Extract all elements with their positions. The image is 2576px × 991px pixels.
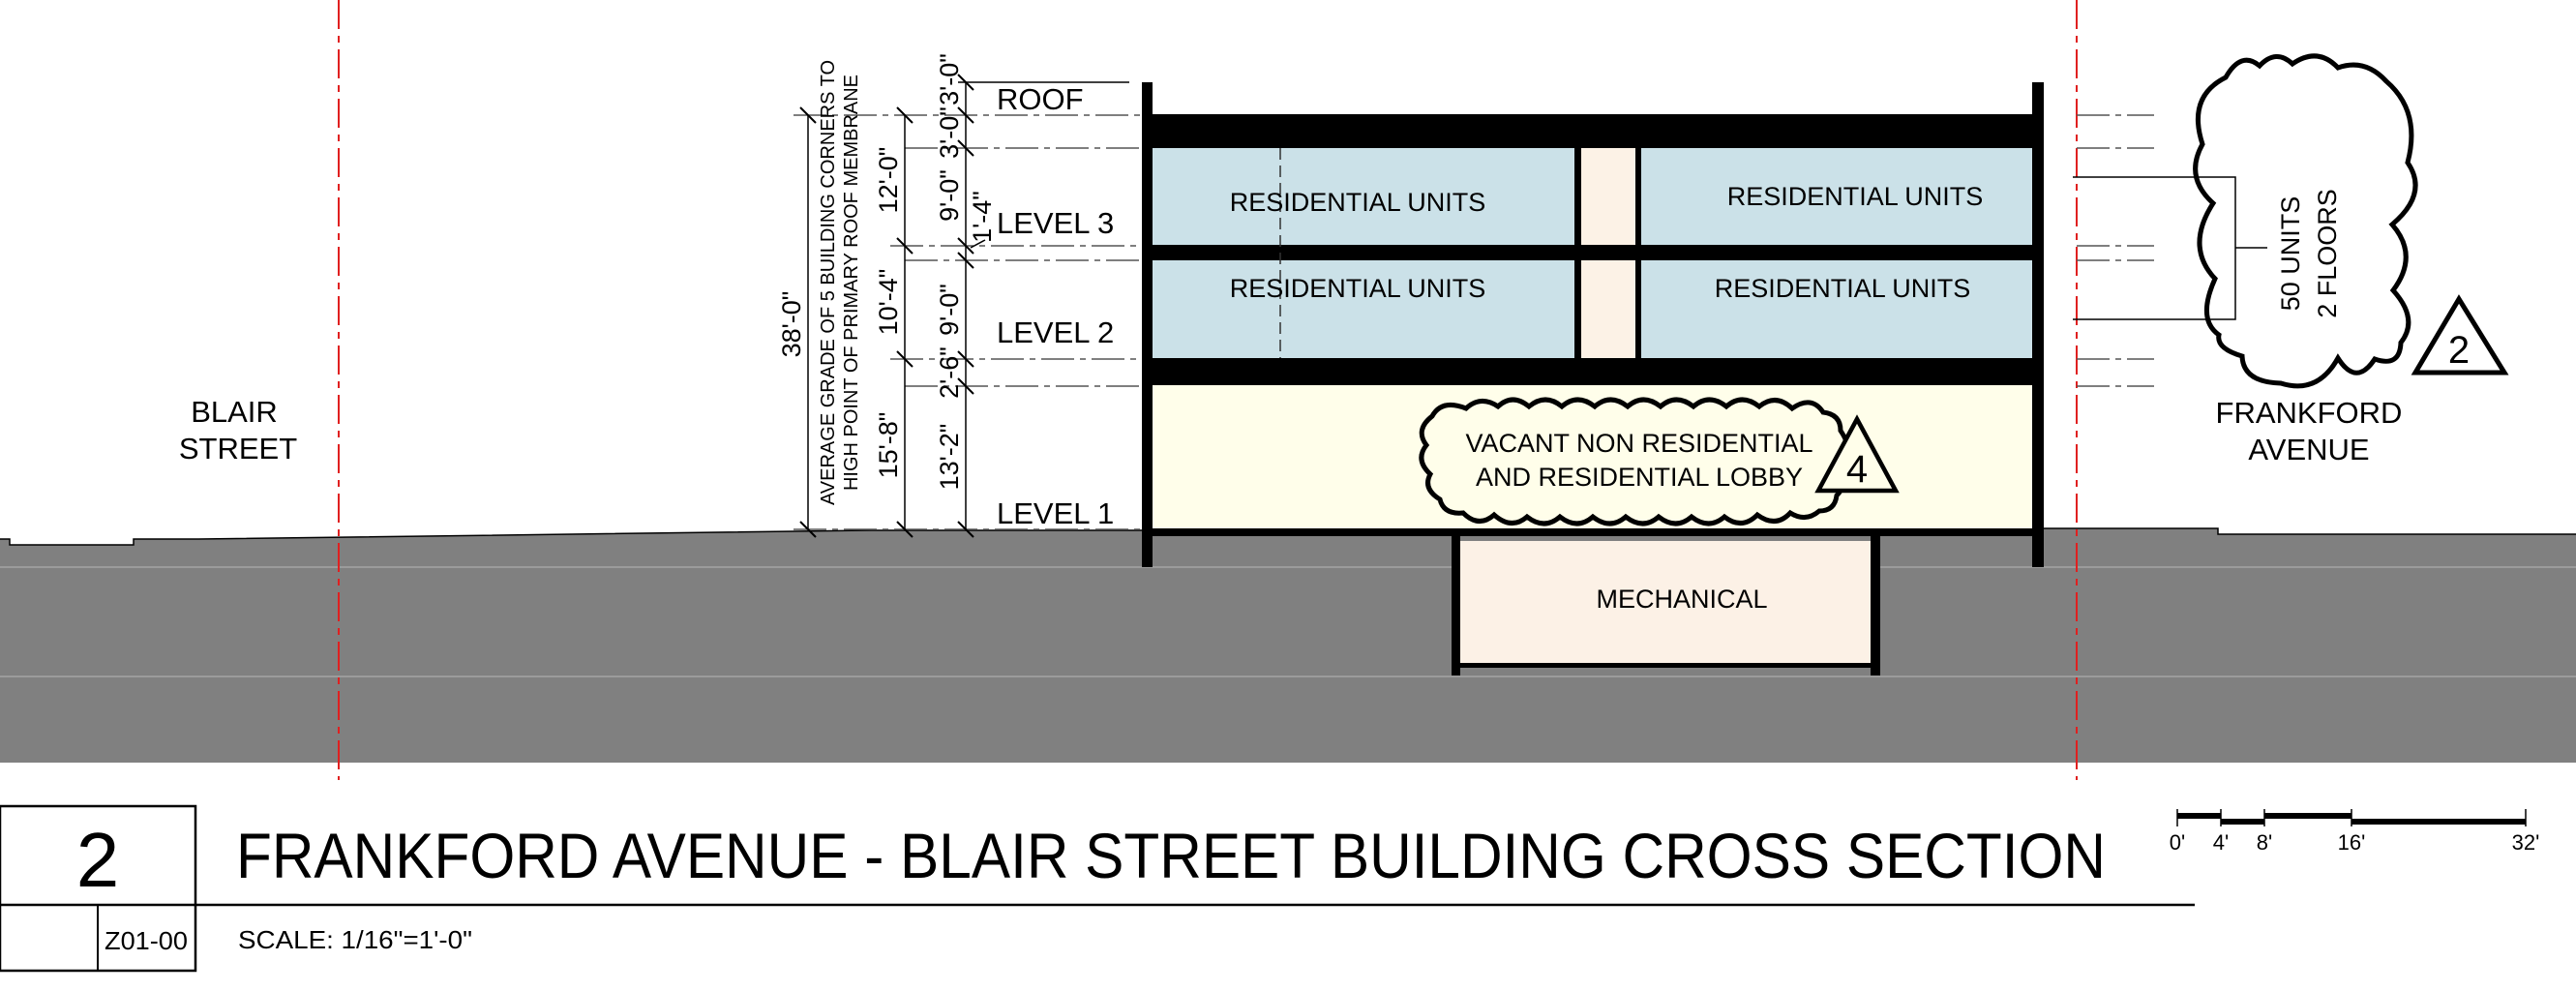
level3-left-label: RESIDENTIAL UNITS xyxy=(1230,188,1486,217)
ground xyxy=(0,527,2576,763)
level2-right-label: RESIDENTIAL UNITS xyxy=(1715,274,1971,303)
title-block: 2 Z01-00 FRANKFORD AVENUE - BLAIR STREET… xyxy=(0,804,2195,973)
level3-core xyxy=(1581,148,1635,245)
sheet-reference: Z01-00 xyxy=(105,926,188,955)
dimension-tick xyxy=(896,237,914,255)
level2-unit-left xyxy=(1153,260,1574,358)
graphic-scale-bar: 0' 4' 8' 16' 32' xyxy=(2170,809,2540,855)
dimension-tick xyxy=(957,350,974,368)
mechanical-room xyxy=(1460,541,1871,663)
delta-triangle-icon xyxy=(1814,414,1900,494)
dim-floor-to-floor-l3: 12'-0" xyxy=(874,147,903,214)
scale-bar-segment xyxy=(2221,819,2264,825)
ground-fill xyxy=(0,528,2576,763)
level3-unit-left xyxy=(1153,148,1574,245)
mechanical-wall-right xyxy=(1871,535,1880,676)
level3-name-label: LEVEL 3 xyxy=(997,206,1114,240)
dimension-tick xyxy=(957,252,974,269)
level1-name-label: LEVEL 1 xyxy=(997,496,1114,530)
right-exterior-wall xyxy=(2032,82,2044,567)
level2-name-label: LEVEL 2 xyxy=(997,315,1114,349)
ground-line-right xyxy=(2044,527,2576,535)
level3-unit-right xyxy=(1641,148,2032,245)
blair-street-label-line1: BLAIR xyxy=(191,395,278,429)
delta-number: 2 xyxy=(2448,329,2470,372)
dim-overall-note-line2: HIGH POINT OF PRIMARY ROOF MEMBRANE xyxy=(841,75,862,491)
frankford-avenue-label-line1: FRANKFORD xyxy=(2216,396,2403,430)
scale-bar-label: 0' xyxy=(2170,830,2185,855)
dimension-tick xyxy=(896,106,914,124)
delta-triangle-icon xyxy=(2411,294,2509,375)
ground-line xyxy=(0,529,1142,546)
dimension-strings: 38'-0" AVERAGE GRADE OF 5 BUILDING CORNE… xyxy=(777,53,997,538)
revision-cloud-units xyxy=(2193,53,2418,389)
dimension-tick xyxy=(896,521,914,538)
blair-street-label-line2: STREET xyxy=(179,432,297,465)
level2-left-label: RESIDENTIAL UNITS xyxy=(1230,274,1486,303)
lobby-label-line2: AND RESIDENTIAL LOBBY xyxy=(1476,463,1803,492)
dim-level2-clear: 9'-0" xyxy=(935,284,964,336)
left-exterior-wall xyxy=(1142,82,1153,567)
dim-overall-note-line1: AVERAGE GRADE OF 5 BUILDING CORNERS TO xyxy=(818,60,839,505)
dimension-tick xyxy=(957,74,974,91)
dim-level3-slab: 1'-4" xyxy=(968,191,997,243)
delta-number: 4 xyxy=(1846,448,1868,491)
dim-level1-clear: 13'-2" xyxy=(935,424,964,491)
scale-bar-segment xyxy=(2264,813,2351,819)
dimension-leader xyxy=(970,239,986,249)
dim-floor-to-floor-l1: 15'-8" xyxy=(874,412,903,479)
dim-level3-clear: 9'-0" xyxy=(935,169,964,222)
mechanical-floor-slab xyxy=(1452,663,1880,668)
units-count-label: 50 UNITS xyxy=(2276,196,2305,312)
scale-bar-label: 32' xyxy=(2512,830,2540,855)
level2-floor-slab xyxy=(1142,358,2044,385)
revision-delta-4: 4 xyxy=(1814,414,1900,494)
floors-count-label: 2 FLOORS xyxy=(2313,189,2342,318)
mechanical-wall-left xyxy=(1452,535,1460,676)
dimension-tick xyxy=(799,521,817,538)
drawing-scale: SCALE: 1/16"=1'-0" xyxy=(238,925,472,954)
dimension-tick xyxy=(957,521,974,538)
units-revision-cloud: 50 UNITS 2 FLOORS xyxy=(2073,53,2418,389)
detail-number: 2 xyxy=(76,817,120,903)
core-wall-left xyxy=(1574,148,1581,358)
mechanical-label: MECHANICAL xyxy=(1596,585,1767,614)
dim-floor-to-floor-l2: 10'-4" xyxy=(874,269,903,336)
level3-right-label: RESIDENTIAL UNITS xyxy=(1727,182,1984,211)
level-datum-lines xyxy=(794,81,2154,530)
dimension-tick xyxy=(957,377,974,395)
scale-bar-segment xyxy=(2177,813,2221,819)
dimension-tick xyxy=(957,237,974,255)
revision-cloud-lobby xyxy=(1419,397,1850,526)
scale-bar-label: 4' xyxy=(2213,830,2229,855)
dimension-tick xyxy=(957,139,974,157)
level2-unit-right xyxy=(1641,260,2032,358)
level3-floor-slab xyxy=(1142,245,2044,260)
lobby-label-line1: VACANT NON RESIDENTIAL xyxy=(1465,429,1812,458)
frankford-avenue-label-line2: AVENUE xyxy=(2248,433,2369,466)
dimension-tick xyxy=(957,106,974,124)
dimension-tick xyxy=(799,106,817,124)
revision-delta-2: 2 xyxy=(2411,294,2509,375)
core-wall-right xyxy=(1635,148,1641,358)
dim-level2-slab: 2'-6" xyxy=(935,346,964,399)
dim-parapet: 3'-0" xyxy=(935,53,964,105)
dim-overall-height: 38'-0" xyxy=(777,291,806,358)
lobby-revision-cloud: VACANT NON RESIDENTIAL AND RESIDENTIAL L… xyxy=(1419,397,1850,526)
roof-slab xyxy=(1142,114,2044,148)
dim-roof-slab: 3'-0" xyxy=(935,106,964,159)
scale-bar-label: 16' xyxy=(2338,830,2366,855)
dimension-tick xyxy=(896,350,914,368)
level1-floor-slab xyxy=(1142,528,2044,536)
scale-bar-label: 8' xyxy=(2257,830,2272,855)
drawing-title: FRANKFORD AVENUE - BLAIR STREET BUILDING… xyxy=(236,820,2106,891)
level2-core xyxy=(1581,260,1635,358)
level-roof-label: ROOF xyxy=(997,82,1084,116)
scale-bar-segment xyxy=(2351,819,2526,825)
